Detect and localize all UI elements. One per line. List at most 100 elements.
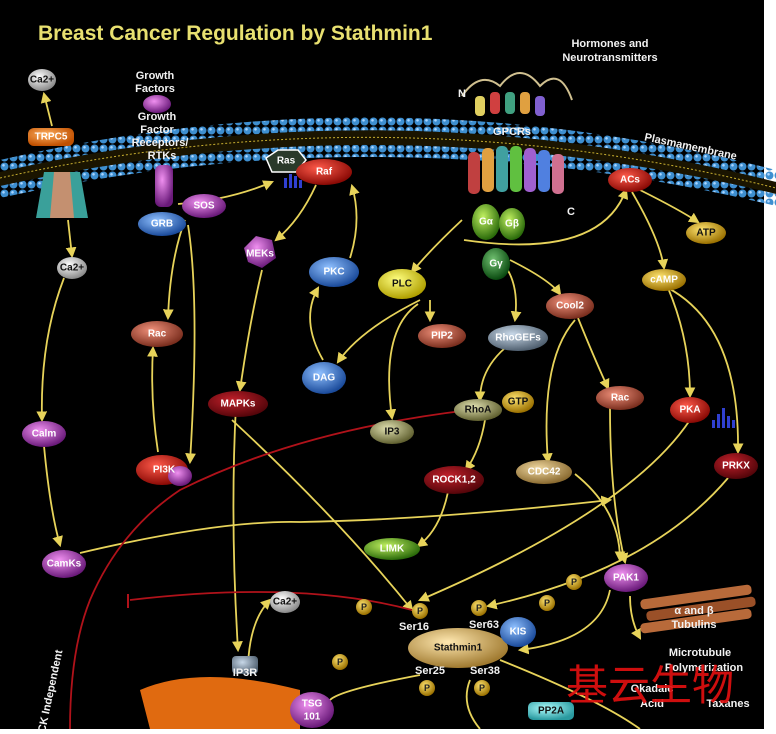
- svg-text:ATP: ATP: [696, 228, 716, 239]
- svg-text:LIMK: LIMK: [380, 544, 405, 555]
- node-cool2[interactable]: Cool2: [546, 293, 594, 319]
- phosphate-p-5[interactable]: P: [566, 574, 582, 590]
- svg-text:GRB: GRB: [151, 219, 173, 230]
- node-atp[interactable]: ATP: [686, 222, 726, 244]
- node-rhogefs[interactable]: RhoGEFs: [488, 325, 548, 351]
- rtk-receptor-shape: [155, 165, 173, 207]
- microtubule-label-1: Microtubule: [669, 647, 731, 659]
- watermark: 基云生物: [566, 661, 734, 710]
- node-rac-left[interactable]: Rac: [131, 321, 183, 347]
- ser25-label: Ser25: [415, 665, 445, 677]
- right-margin: [764, 0, 776, 729]
- trpc5-pore: [50, 172, 74, 218]
- okadaic-label-2: Acid: [640, 698, 664, 710]
- ser16-label: Ser16: [399, 621, 429, 633]
- node-ca-low[interactable]: Ca2+: [270, 591, 300, 613]
- node-rhoa[interactable]: RhoA: [454, 399, 502, 421]
- phosphate-p-1[interactable]: P: [356, 599, 372, 615]
- node-ip3r[interactable]: IP3R: [232, 656, 258, 679]
- ras-activity-bars-icon: [284, 174, 302, 188]
- svg-text:Rac: Rac: [148, 329, 167, 340]
- svg-text:Gβ: Gβ: [505, 219, 519, 230]
- node-meks[interactable]: MEKs: [244, 236, 276, 268]
- svg-text:SOS: SOS: [193, 201, 214, 212]
- svg-text:ACs: ACs: [620, 175, 640, 186]
- node-camks[interactable]: CamKs: [42, 550, 86, 578]
- node-kis[interactable]: KIS: [500, 617, 536, 647]
- ser63-label: Ser63: [469, 619, 499, 631]
- svg-text:PKC: PKC: [323, 267, 344, 278]
- plasma-membrane: [0, 117, 776, 206]
- svg-text:PI3K: PI3K: [153, 465, 176, 476]
- node-g-alpha[interactable]: Gα: [472, 204, 500, 240]
- diagram-title: Breast Cancer Regulation by Stathmin1: [38, 22, 433, 45]
- phosphate-p-7[interactable]: P: [419, 680, 435, 696]
- node-gtp[interactable]: GTP: [502, 391, 534, 413]
- node-pka[interactable]: PKA: [670, 397, 710, 423]
- node-mapks[interactable]: MAPKs: [208, 391, 268, 417]
- node-acs[interactable]: ACs: [608, 168, 652, 192]
- svg-text:P: P: [476, 603, 482, 613]
- phosphate-p-3[interactable]: P: [471, 600, 487, 616]
- node-ip3[interactable]: IP3: [370, 420, 414, 444]
- node-camp[interactable]: cAMP: [642, 269, 686, 291]
- node-stathmin1[interactable]: Stathmin1: [408, 628, 508, 668]
- svg-text:P: P: [424, 683, 430, 693]
- node-pak1[interactable]: PAK1: [604, 564, 648, 592]
- svg-text:Gγ: Gγ: [489, 259, 503, 270]
- node-grb[interactable]: GRB: [138, 212, 186, 236]
- node-pip2[interactable]: PIP2: [418, 324, 466, 348]
- taxanes-label: Taxanes: [706, 698, 749, 710]
- node-pkc[interactable]: PKC: [309, 257, 359, 287]
- hormones-label: Hormones and: [571, 38, 648, 50]
- node-tsg101[interactable]: TSG 101: [290, 692, 334, 728]
- svg-text:PAK1: PAK1: [613, 573, 639, 584]
- node-ras[interactable]: Ras: [265, 149, 307, 173]
- svg-text:PP2A: PP2A: [538, 706, 564, 717]
- node-g-gamma[interactable]: Gγ: [482, 248, 510, 280]
- node-calm[interactable]: Calm: [22, 421, 66, 447]
- svg-text:CDC42: CDC42: [528, 467, 561, 478]
- gpcrs-label: GPCRs: [493, 126, 531, 138]
- node-limk[interactable]: LIMK: [364, 538, 420, 560]
- svg-text:Ca2+: Ca2+: [273, 597, 297, 608]
- svg-text:MEKs: MEKs: [246, 249, 274, 260]
- node-pp2a[interactable]: PP2A: [528, 702, 574, 720]
- node-rock[interactable]: ROCK1,2: [424, 466, 484, 494]
- node-ca-top[interactable]: Ca2+: [28, 69, 56, 91]
- svg-text:RhoGEFs: RhoGEFs: [495, 333, 541, 344]
- svg-text:Rac: Rac: [611, 393, 630, 404]
- tubulins-label-2: Tubulins: [671, 619, 716, 631]
- node-trpc5[interactable]: TRPC5: [28, 128, 74, 146]
- growth-factors-label-2: Factors: [135, 83, 175, 95]
- phosphate-p-8[interactable]: P: [474, 680, 490, 696]
- node-raf[interactable]: Raf: [296, 159, 352, 185]
- svg-text:PIP2: PIP2: [431, 331, 453, 342]
- gfr-label-1: Growth: [138, 111, 177, 123]
- phosphate-p-4[interactable]: P: [539, 595, 555, 611]
- node-g-beta[interactable]: Gβ: [499, 208, 525, 240]
- svg-text:Cool2: Cool2: [556, 301, 584, 312]
- gfr-label-2: Factor: [140, 124, 174, 136]
- node-rac-right[interactable]: Rac: [596, 386, 644, 410]
- node-sos[interactable]: SOS: [182, 194, 226, 218]
- svg-text:Ca2+: Ca2+: [60, 263, 84, 274]
- growth-factors-label-1: Growth: [136, 70, 175, 82]
- node-plc[interactable]: PLC: [378, 269, 426, 299]
- svg-text:CamKs: CamKs: [47, 559, 82, 570]
- svg-text:RhoA: RhoA: [465, 405, 492, 416]
- svg-text:P: P: [571, 577, 577, 587]
- node-dag[interactable]: DAG: [302, 362, 346, 394]
- svg-text:MAPKs: MAPKs: [220, 399, 255, 410]
- node-ca-mid[interactable]: Ca2+: [57, 257, 87, 279]
- svg-text:Ca2+: Ca2+: [30, 75, 54, 86]
- node-prkx[interactable]: PRKX: [714, 453, 758, 479]
- phosphate-p-6[interactable]: P: [332, 654, 348, 670]
- node-pi3k[interactable]: PI3K: [136, 455, 192, 486]
- svg-text:GTP: GTP: [508, 397, 529, 408]
- svg-text:P: P: [361, 602, 367, 612]
- node-cdc42[interactable]: CDC42: [516, 460, 572, 484]
- svg-text:Raf: Raf: [316, 167, 333, 178]
- phosphate-p-2[interactable]: P: [412, 603, 428, 619]
